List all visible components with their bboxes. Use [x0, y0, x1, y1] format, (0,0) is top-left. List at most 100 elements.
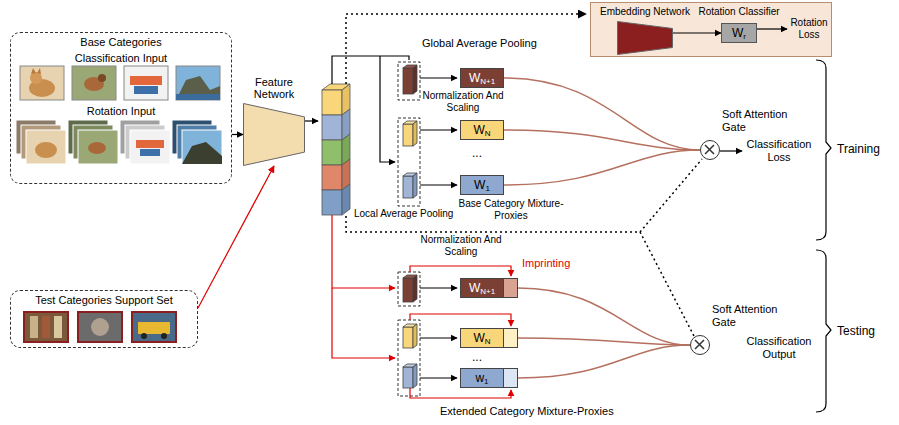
- connector: [504, 78, 700, 150]
- dashed-group-box: Test Categories Support Set: [10, 290, 198, 348]
- weight-subscript: N+1: [480, 288, 495, 296]
- trapezoid: [618, 22, 673, 55]
- annotation-label: Base Category Mixture-Proxies: [458, 198, 564, 222]
- trapezoid-svg: [243, 103, 305, 166]
- test-path: [332, 215, 395, 288]
- annotation-label: Local Average Pooling: [354, 208, 453, 220]
- connector: [504, 150, 700, 185]
- pooled-vectors: [398, 272, 420, 396]
- extension-cell: [504, 328, 518, 348]
- embedding-network: Embedding Network: [597, 6, 693, 55]
- weight-symbol: W: [469, 280, 480, 296]
- output-text: Classification Output: [740, 335, 818, 361]
- arrow: [420, 77, 457, 78]
- annotation-label: ...: [472, 146, 482, 160]
- weight-symbol: W: [732, 25, 743, 41]
- weight-subscript: 1: [484, 378, 488, 386]
- plain-text: Rotation Loss: [787, 17, 831, 41]
- weight-box: w1: [460, 368, 504, 388]
- connector: [504, 130, 700, 150]
- weight-subscript: N: [485, 338, 491, 346]
- group-text: Classification Input: [11, 52, 231, 65]
- gate-circle: [700, 140, 720, 160]
- network-label: Embedding Network: [597, 6, 693, 18]
- weight-box: W1: [460, 175, 504, 195]
- test-path: [332, 288, 395, 358]
- rotation-panel: Embedding NetworkRotation ClassifierWrRo…: [590, 2, 832, 57]
- proxy-box: W1: [460, 175, 504, 195]
- group-text: Base Categories: [11, 36, 231, 49]
- gate-heading: Soft Attention Gate: [722, 108, 804, 134]
- weight-box: Wr: [721, 23, 757, 43]
- trapezoid-shape: [243, 103, 305, 166]
- connector: [720, 150, 742, 151]
- connector: [518, 338, 690, 345]
- gate-cross: [701, 141, 718, 158]
- weight-subscript: N: [485, 130, 491, 138]
- weight-symbol: W: [469, 70, 480, 86]
- proxy-box: WN: [460, 328, 518, 348]
- imprinting-arrow: [410, 314, 511, 326]
- annotation-label: Imprinting: [522, 257, 570, 270]
- extension-cell: [504, 368, 518, 388]
- loss-text: Rotation Loss: [787, 17, 831, 41]
- connector: [757, 28, 787, 29]
- connector: [518, 345, 690, 378]
- weight-box: WN+1: [460, 278, 504, 298]
- bracket: [816, 250, 831, 412]
- arrow: [420, 287, 457, 288]
- weight-subscript: r: [743, 33, 746, 41]
- imprinting-arrow: [410, 266, 511, 276]
- weight-symbol: W: [474, 177, 485, 193]
- weight-box: WN: [460, 120, 504, 140]
- proxy-box: w1: [460, 368, 518, 388]
- connector: [232, 134, 243, 135]
- feature-map-stack: [322, 84, 350, 215]
- connector: [198, 166, 274, 308]
- weight-box: WN: [460, 328, 504, 348]
- group-text: Rotation Input: [11, 105, 231, 118]
- bracket: [816, 60, 831, 240]
- rotation-classifier: Rotation ClassifierWr: [695, 6, 783, 55]
- panel-ground: [590, 2, 832, 57]
- classification-images: [20, 66, 220, 100]
- extension-cell: [504, 278, 518, 298]
- pooled-vectors: [398, 62, 420, 206]
- arrow: [420, 184, 457, 185]
- feature-network: Feature Network: [243, 76, 305, 166]
- weight-symbol: W: [473, 122, 484, 138]
- annotation-label: ...: [472, 350, 482, 364]
- weight-box: WN+1: [460, 68, 504, 88]
- group-text: Test Categories Support Set: [11, 294, 197, 307]
- trapezoid-shape: [617, 21, 673, 55]
- imprinting-arrow: [410, 388, 511, 398]
- trapezoid-svg: [617, 21, 673, 55]
- arrow: [420, 337, 457, 338]
- loss-text: Classification Loss: [742, 138, 816, 164]
- trapezoid: [244, 104, 305, 166]
- annotation-label: Normalization And Scaling: [420, 234, 502, 258]
- cross: [705, 145, 714, 154]
- gate-heading: Soft Attention Gate: [712, 303, 794, 329]
- split-line: [332, 56, 409, 84]
- cross: [695, 340, 704, 349]
- plain-text: Classification Output: [740, 335, 818, 361]
- network-label: Feature Network: [243, 76, 305, 100]
- weight-subscript: 1: [485, 185, 489, 193]
- annotation-label: Normalization And Scaling: [422, 90, 504, 114]
- dotted-line: [640, 232, 694, 336]
- weight-subscript: N+1: [480, 78, 495, 86]
- proxy-box: WN: [460, 120, 504, 140]
- split-line: [380, 56, 395, 162]
- connector: [518, 288, 690, 345]
- gate-cross: [691, 336, 708, 353]
- proxy-box: WN+1: [460, 68, 504, 88]
- arrow: [420, 377, 457, 378]
- classifier-heading: Rotation Classifier: [695, 6, 783, 18]
- dashed-group-box: Base CategoriesClassification InputRotat…: [10, 32, 232, 184]
- gate-circle: [690, 335, 710, 355]
- annotation-label: Global Average Pooling: [422, 37, 537, 50]
- annotation-label: Training: [837, 142, 880, 156]
- connector: [673, 32, 721, 33]
